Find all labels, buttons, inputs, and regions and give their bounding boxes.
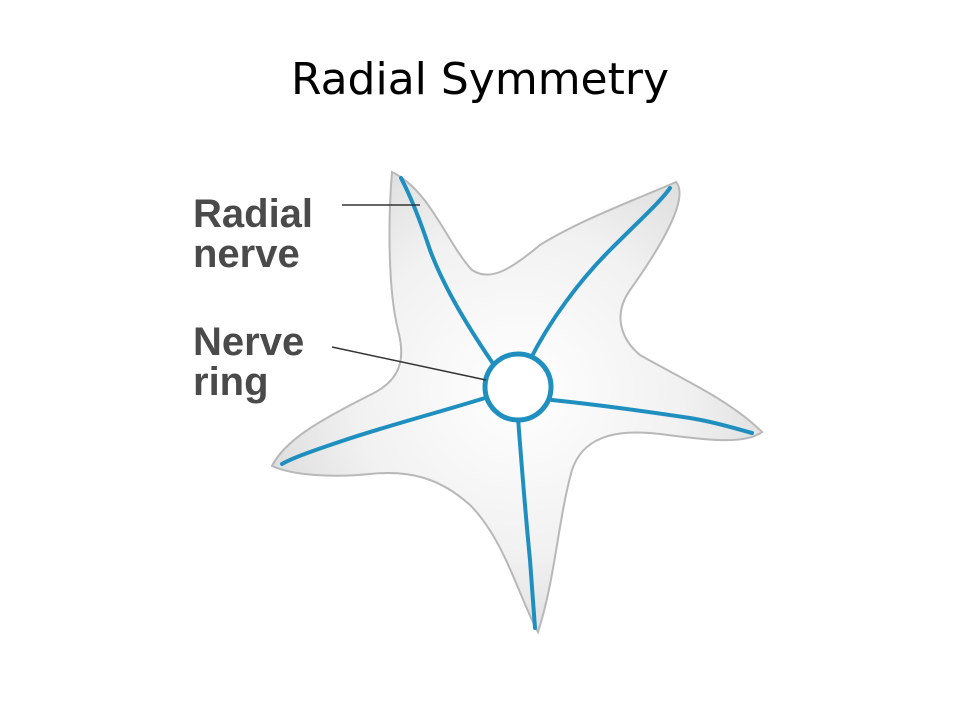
slide-title: Radial Symmetry bbox=[290, 54, 670, 105]
nerve-ring-label-line2: ring bbox=[193, 360, 269, 404]
radial-nerve-label-line2: nerve bbox=[193, 232, 300, 276]
radial-nerve-label: Radial nerve bbox=[193, 194, 313, 274]
radial-nerve-label-line1: Radial bbox=[193, 192, 314, 236]
radial-nerve-upper-right bbox=[528, 186, 672, 362]
nerve-ring bbox=[482, 351, 554, 423]
radial-nerves bbox=[280, 176, 754, 630]
radial-nerve-right bbox=[550, 398, 754, 435]
nerve-ring-label: Nerve ring bbox=[193, 322, 304, 402]
starfish-diagram bbox=[270, 170, 764, 635]
radial-nerve-bottom bbox=[516, 416, 537, 630]
radial-nerve-upper-left bbox=[399, 176, 498, 370]
nerve-ring-label-line1: Nerve bbox=[193, 320, 305, 364]
radial-nerve-left bbox=[280, 396, 487, 466]
nerve-ring-leader-line bbox=[331, 346, 487, 381]
